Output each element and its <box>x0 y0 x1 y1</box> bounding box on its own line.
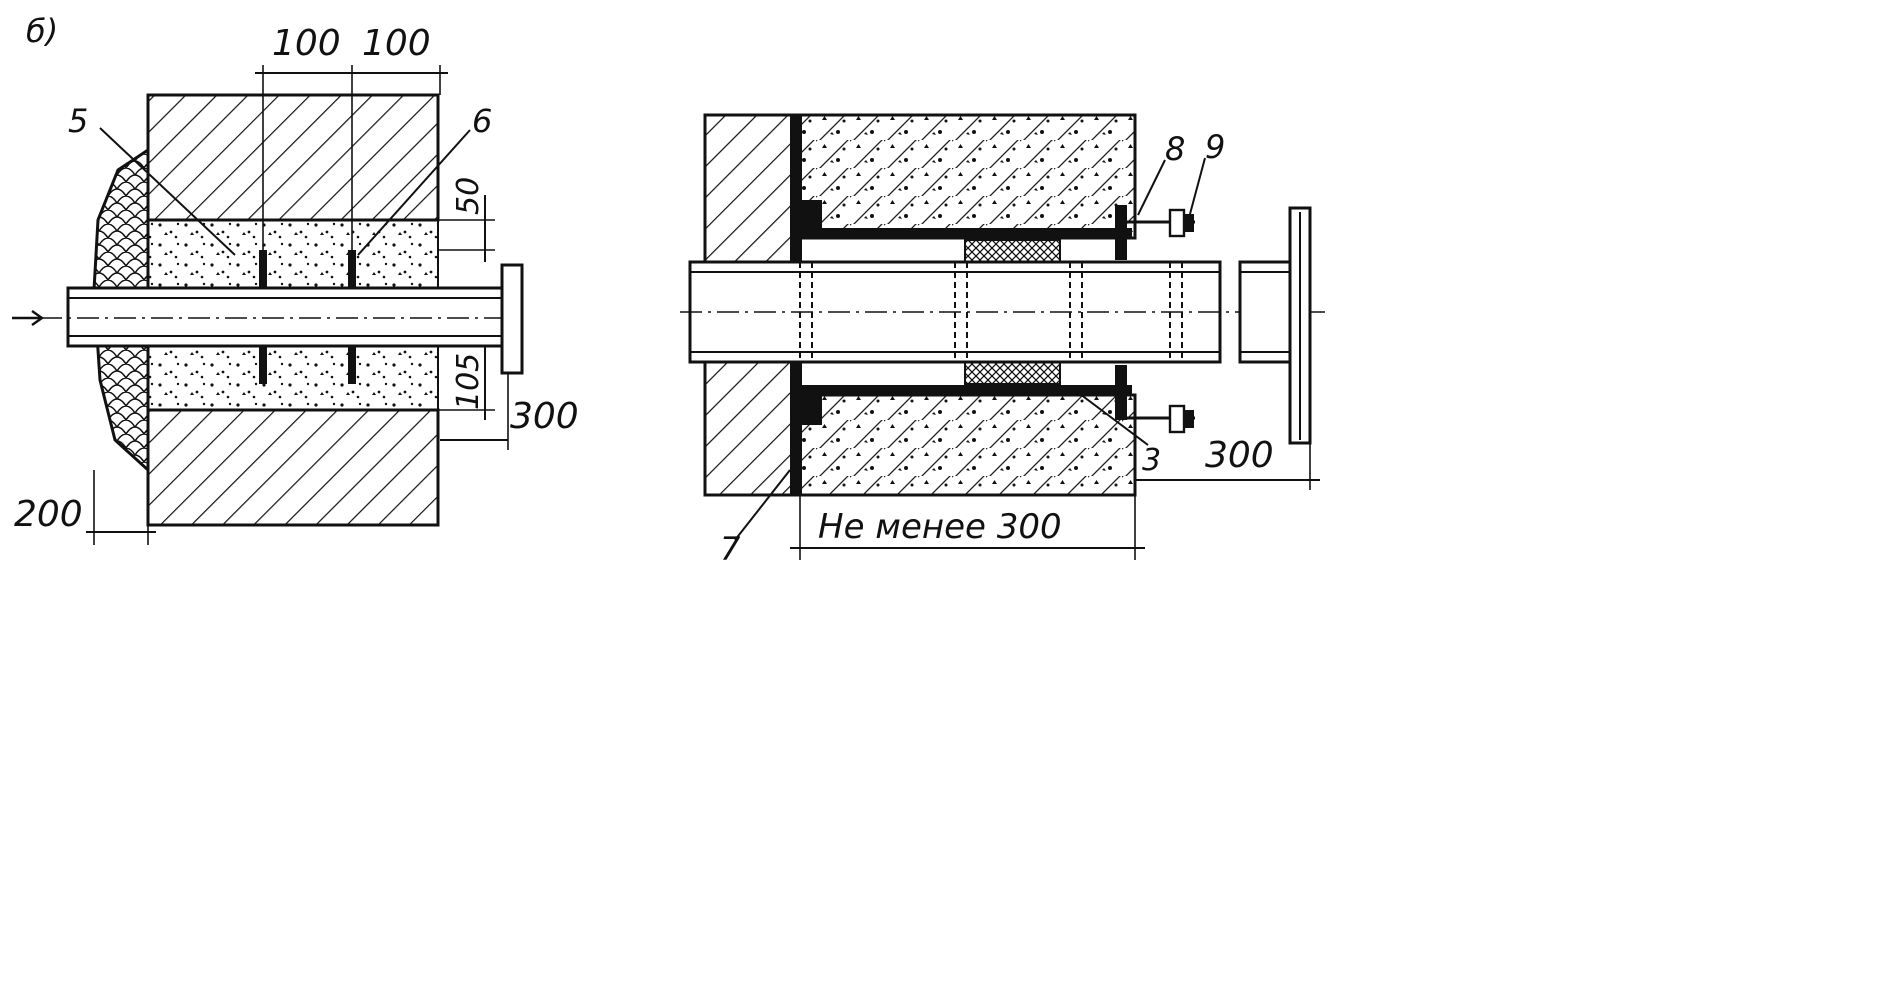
sleeve-top-wall <box>802 228 1132 238</box>
packing-top <box>964 239 1061 263</box>
nut-bottom <box>1168 404 1186 434</box>
pipe <box>66 286 510 348</box>
figure-label: б) <box>26 12 58 50</box>
dim-label-300-right: 300 <box>1205 435 1274 476</box>
callout-3: 3 <box>1142 443 1161 478</box>
dim-label-50: 50 <box>451 177 486 215</box>
leader-3 <box>1071 387 1149 446</box>
callout-8: 8 <box>1165 130 1185 168</box>
flange <box>500 263 524 375</box>
wall-upper <box>146 93 440 222</box>
leader-8 <box>1137 159 1166 216</box>
rib-top-2 <box>348 250 356 288</box>
callout-5: 5 <box>68 102 88 140</box>
dim-label-min300: Не менее 300 <box>818 507 1062 547</box>
nut-top <box>1168 208 1186 238</box>
callout-7: 7 <box>720 530 741 568</box>
leader-9 <box>1189 157 1206 215</box>
gland-flange-top <box>1115 205 1127 260</box>
rib-bottom-2 <box>348 346 356 384</box>
gland-flange-bottom <box>1115 365 1127 420</box>
callout-9: 9 <box>1205 128 1225 166</box>
rib-top-1 <box>259 250 267 288</box>
wall-lower <box>146 408 440 527</box>
dim-label-100a: 100 <box>272 23 341 64</box>
right-detail: 7 8 9 3 300 Не менее 300 <box>680 113 1325 568</box>
left-detail: 5 6 100 100 50 105 300 200 <box>12 23 579 545</box>
rib-bottom-1 <box>259 346 267 384</box>
sleeve-bottom-wall <box>802 385 1132 395</box>
dim-label-200: 200 <box>14 494 83 535</box>
dim-label-105: 105 <box>451 353 486 410</box>
dim-label-100b: 100 <box>362 23 431 64</box>
flow-arrow-icon <box>12 310 45 326</box>
dim-label-300-left: 300 <box>510 396 579 437</box>
leader-5 <box>99 127 236 256</box>
concrete-upper <box>793 113 1137 240</box>
leader-7 <box>734 469 791 541</box>
concrete-lower <box>793 393 1137 497</box>
packing-bottom <box>964 361 1061 385</box>
callout-6: 6 <box>472 102 492 140</box>
leader-6 <box>357 129 471 256</box>
